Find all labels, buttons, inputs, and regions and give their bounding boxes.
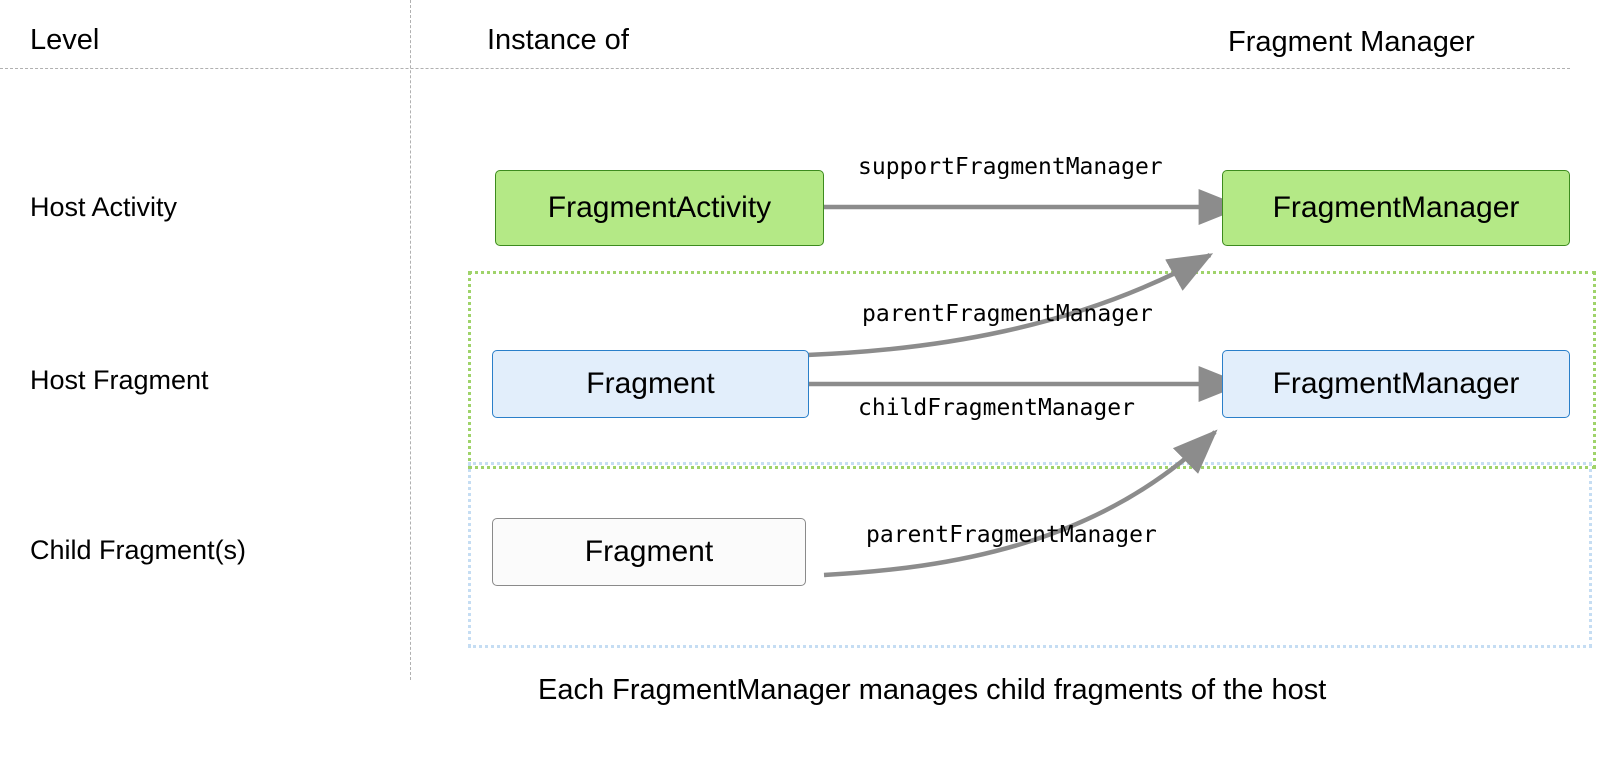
node-child-fragment[interactable]: Fragment bbox=[492, 518, 806, 586]
node-fragment-activity[interactable]: FragmentActivity bbox=[495, 170, 824, 246]
node-label: Fragment bbox=[586, 367, 715, 400]
edge-label-parent-fragment-manager-child: parentFragmentManager bbox=[866, 522, 1157, 548]
diagram-caption: Each FragmentManager manages child fragm… bbox=[538, 674, 1327, 706]
node-fragment-manager-fragment[interactable]: FragmentManager bbox=[1222, 350, 1570, 418]
edge-label-child-fragment-manager: childFragmentManager bbox=[858, 395, 1135, 421]
node-fragment-manager-activity[interactable]: FragmentManager bbox=[1222, 170, 1570, 246]
header-divider bbox=[0, 68, 1570, 69]
column-header-level: Level bbox=[30, 24, 100, 56]
node-label: FragmentManager bbox=[1272, 367, 1520, 400]
row-label-child-fragment: Child Fragment(s) bbox=[30, 535, 247, 565]
node-label: Fragment bbox=[584, 535, 714, 568]
node-label: FragmentActivity bbox=[547, 191, 772, 224]
node-label: FragmentManager bbox=[1272, 191, 1520, 224]
node-host-fragment[interactable]: Fragment bbox=[492, 350, 809, 418]
column-header-instance-of: Instance of bbox=[487, 24, 629, 56]
edge-label-support-fragment-manager: supportFragmentManager bbox=[858, 154, 1163, 180]
row-label-host-fragment: Host Fragment bbox=[30, 365, 209, 395]
row-label-host-activity: Host Activity bbox=[30, 192, 178, 222]
edge-label-parent-fragment-manager-host: parentFragmentManager bbox=[862, 301, 1153, 327]
column-divider bbox=[410, 0, 411, 680]
column-header-fragment-manager: Fragment Manager bbox=[1228, 26, 1475, 58]
